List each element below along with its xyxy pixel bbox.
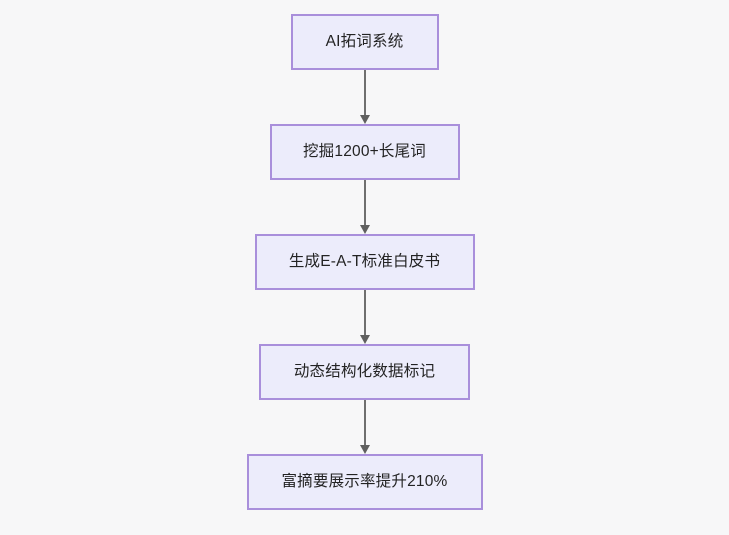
arrow-head-down-icon — [359, 445, 370, 454]
flow-node-label: 富摘要展示率提升210% — [281, 473, 448, 491]
arrow-head-down-icon — [359, 225, 370, 234]
flow-node-dynamic-structured-data-markup[interactable]: 动态结构化数据标记 — [259, 344, 470, 400]
arrow-stem — [363, 290, 366, 336]
flow-node-generate-eat-whitepaper[interactable]: 生成E-A-T标准白皮书 — [254, 234, 475, 290]
arrow-stem — [363, 180, 366, 226]
flow-arrow-n4-to-n5 — [359, 400, 371, 454]
flowchart-node-column: AI拓词系统 挖掘1200+长尾词 生成E-A-T标准白皮书 动态结构化数据标记 — [246, 0, 483, 510]
flow-node-label: 挖掘1200+长尾词 — [302, 143, 427, 161]
flow-node-label: 动态结构化数据标记 — [293, 363, 436, 381]
arrow-head-down-icon — [359, 335, 370, 344]
flow-arrow-n2-to-n3 — [359, 180, 371, 234]
flow-arrow-n1-to-n2 — [359, 70, 371, 124]
flow-node-ai-keyword-system[interactable]: AI拓词系统 — [290, 14, 439, 70]
flow-node-label: 生成E-A-T标准白皮书 — [288, 253, 441, 271]
top-spacer — [364, 0, 365, 14]
arrow-head-down-icon — [359, 115, 370, 124]
flow-node-rich-snippet-impression-uplift[interactable]: 富摘要展示率提升210% — [246, 454, 483, 510]
flow-node-mine-longtail-keywords[interactable]: 挖掘1200+长尾词 — [269, 124, 460, 180]
flow-arrow-n3-to-n4 — [359, 290, 371, 344]
arrow-stem — [363, 70, 366, 116]
flow-node-label: AI拓词系统 — [325, 33, 404, 51]
arrow-stem — [363, 400, 366, 446]
